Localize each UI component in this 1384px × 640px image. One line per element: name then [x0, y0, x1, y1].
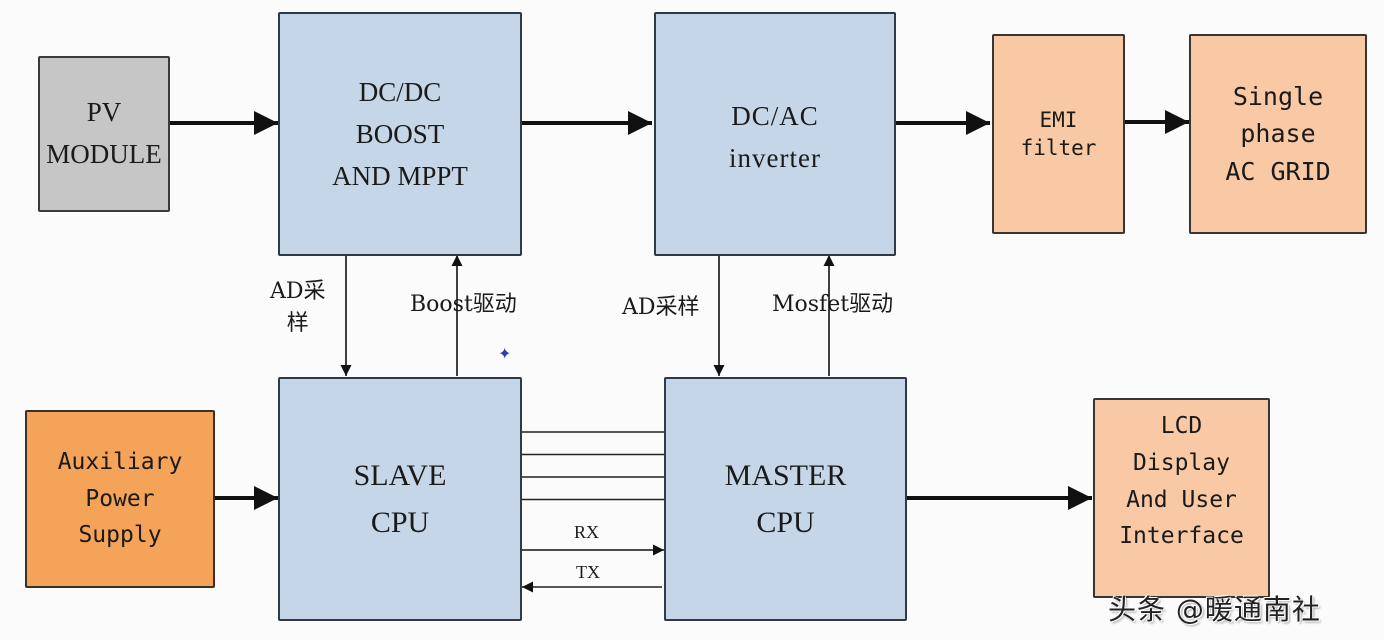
dcdc-boost-mppt-label: DC/DC BOOST AND MPPT: [332, 77, 468, 191]
slave-cpu-block: SLAVE CPU: [278, 377, 522, 621]
cursor-marker-icon: ✦: [498, 344, 512, 363]
mosfet-drive-label: Mosfet驱动: [772, 292, 894, 317]
master-cpu-label: MASTER CPU: [724, 459, 847, 539]
master-cpu-block: MASTER CPU: [664, 377, 907, 621]
dcdc-boost-mppt-block: DC/DC BOOST AND MPPT: [278, 12, 522, 256]
lcd-display-block: LCD Display And User Interface: [1093, 398, 1270, 598]
auxiliary-power-supply-block: Auxiliary Power Supply: [25, 410, 215, 588]
cpu-bus-lines: [522, 431, 664, 501]
pv-module-block: PV MODULE: [38, 56, 170, 212]
boost-drive-label: Boost驱动: [410, 292, 517, 317]
boost-ad-sampling-label: AD采 样: [270, 279, 326, 336]
tx-label: TX: [576, 562, 600, 582]
lcd-display-label: LCD Display And User Interface: [1119, 413, 1244, 550]
dcac-inverter-label: DC/AC inverter: [729, 101, 821, 173]
emi-filter-block: EMI filter: [992, 34, 1125, 234]
watermark: 头条 @暖通南社: [1108, 593, 1321, 626]
slave-cpu-label: SLAVE CPU: [353, 459, 447, 539]
auxiliary-power-supply-label: Auxiliary Power Supply: [57, 448, 183, 549]
dcac-inverter-block: DC/AC inverter: [654, 12, 896, 256]
pv-module-label: PV MODULE: [46, 97, 162, 169]
ac-grid-block: Single phase AC GRID: [1189, 34, 1367, 234]
rx-label: RX: [574, 522, 600, 542]
emi-filter-label: EMI filter: [1020, 107, 1097, 160]
ac-grid-label: Single phase AC GRID: [1225, 81, 1331, 186]
inverter-ad-sampling-label: AD采样: [622, 295, 700, 320]
